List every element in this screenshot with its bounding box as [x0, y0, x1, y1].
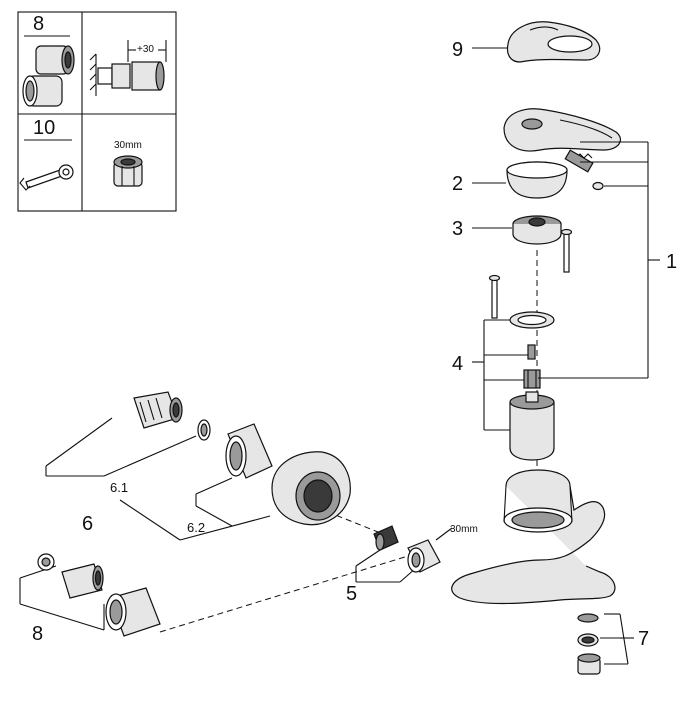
set-screw	[592, 181, 604, 191]
adapter-nut-icon	[35, 45, 75, 75]
assembly-line-lower	[159, 555, 409, 633]
callout-6-2: 6.2	[187, 520, 205, 535]
inset-label-8: 8	[33, 13, 44, 35]
aerator-washer	[577, 613, 599, 623]
inset-cell-offset: +30	[89, 40, 167, 96]
part-4-cartridge-group: 4	[452, 311, 555, 461]
callout-8: 8	[32, 623, 43, 645]
eccentric-fitting	[373, 525, 399, 551]
inset-cell-8: 8	[22, 13, 75, 107]
part-6-group: 6 6.1 6.2	[45, 391, 351, 541]
part-1-bracket: 1	[538, 141, 677, 379]
aerator-housing	[577, 653, 601, 675]
callout-9: 9	[452, 39, 463, 61]
part-5-connector: 5 30mm	[346, 524, 478, 605]
inset-offset-label: +30	[137, 44, 154, 55]
part-3-adapter: 3	[452, 215, 562, 245]
cartridge-ring	[509, 311, 555, 329]
part-8-washer	[37, 553, 55, 571]
callout-3: 3	[452, 218, 463, 240]
aerator-insert	[577, 633, 599, 647]
cartridge-screw-left	[488, 274, 501, 319]
inset-cell-10: 10	[19, 117, 74, 191]
inset-label-10: 10	[33, 117, 55, 139]
cartridge-screw-right	[560, 228, 573, 273]
cartridge-spindle	[527, 344, 536, 360]
union-nut	[407, 539, 441, 573]
inset-30mm-label: 30mm	[114, 140, 142, 151]
wrench-icon	[19, 164, 74, 191]
part-8-adapter	[61, 563, 104, 599]
callout-7: 7	[638, 628, 649, 650]
callout-6: 6	[82, 513, 93, 535]
part-8-group: 8	[19, 553, 161, 645]
callout-6-1: 6.1	[110, 480, 128, 495]
part-6-washer	[197, 419, 211, 441]
part-2-cap: 2	[452, 161, 568, 199]
ceramic-cartridge	[509, 391, 555, 461]
wall-hatch-icon	[89, 53, 97, 96]
part-6-1-eccentric	[133, 391, 183, 429]
inset-cell-30mm: 30mm	[113, 140, 143, 187]
callout-2: 2	[452, 173, 463, 195]
set-screw-spring	[564, 149, 594, 173]
cartridge-stem	[523, 369, 541, 389]
part-9-handle: 9	[452, 21, 601, 63]
callout-1: 1	[666, 251, 677, 273]
callout-5-size: 30mm	[450, 524, 478, 535]
mixer-body	[451, 469, 616, 605]
part-7-aerator: 7	[577, 613, 649, 675]
hex-nut-icon	[113, 155, 143, 187]
inset-legend-box: 8 +30	[17, 11, 177, 212]
adapter-sleeve-icon	[22, 75, 63, 107]
part-6-2-sleeve	[225, 423, 273, 479]
callout-4: 4	[452, 353, 463, 375]
part-6-rosette	[271, 451, 351, 526]
callout-5: 5	[346, 583, 357, 605]
part-8-sleeve	[105, 587, 161, 637]
extension-fitting-icon	[97, 61, 165, 91]
lever-handle	[503, 108, 621, 152]
